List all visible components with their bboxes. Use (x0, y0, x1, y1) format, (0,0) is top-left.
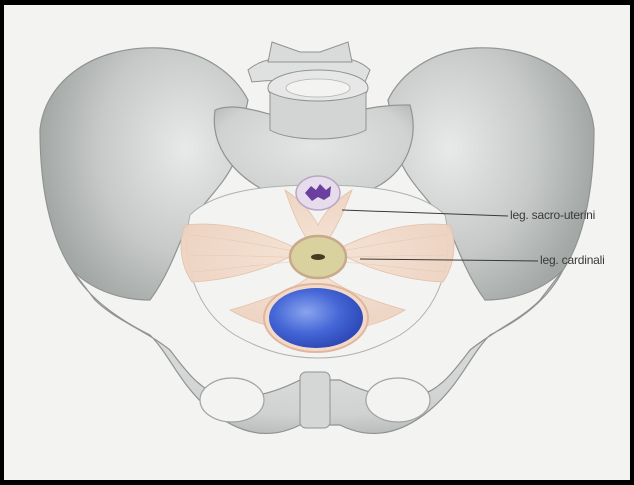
left-obturator-foramen (200, 378, 264, 422)
pubic-symphysis (300, 372, 330, 428)
right-obturator-foramen (366, 378, 430, 422)
cervix (290, 236, 346, 278)
rectum (296, 176, 340, 210)
label-sacro-uterini: leg. sacro-uterini (510, 208, 595, 222)
bladder (264, 284, 368, 352)
label-cardinali: leg. cardinali (540, 253, 605, 267)
